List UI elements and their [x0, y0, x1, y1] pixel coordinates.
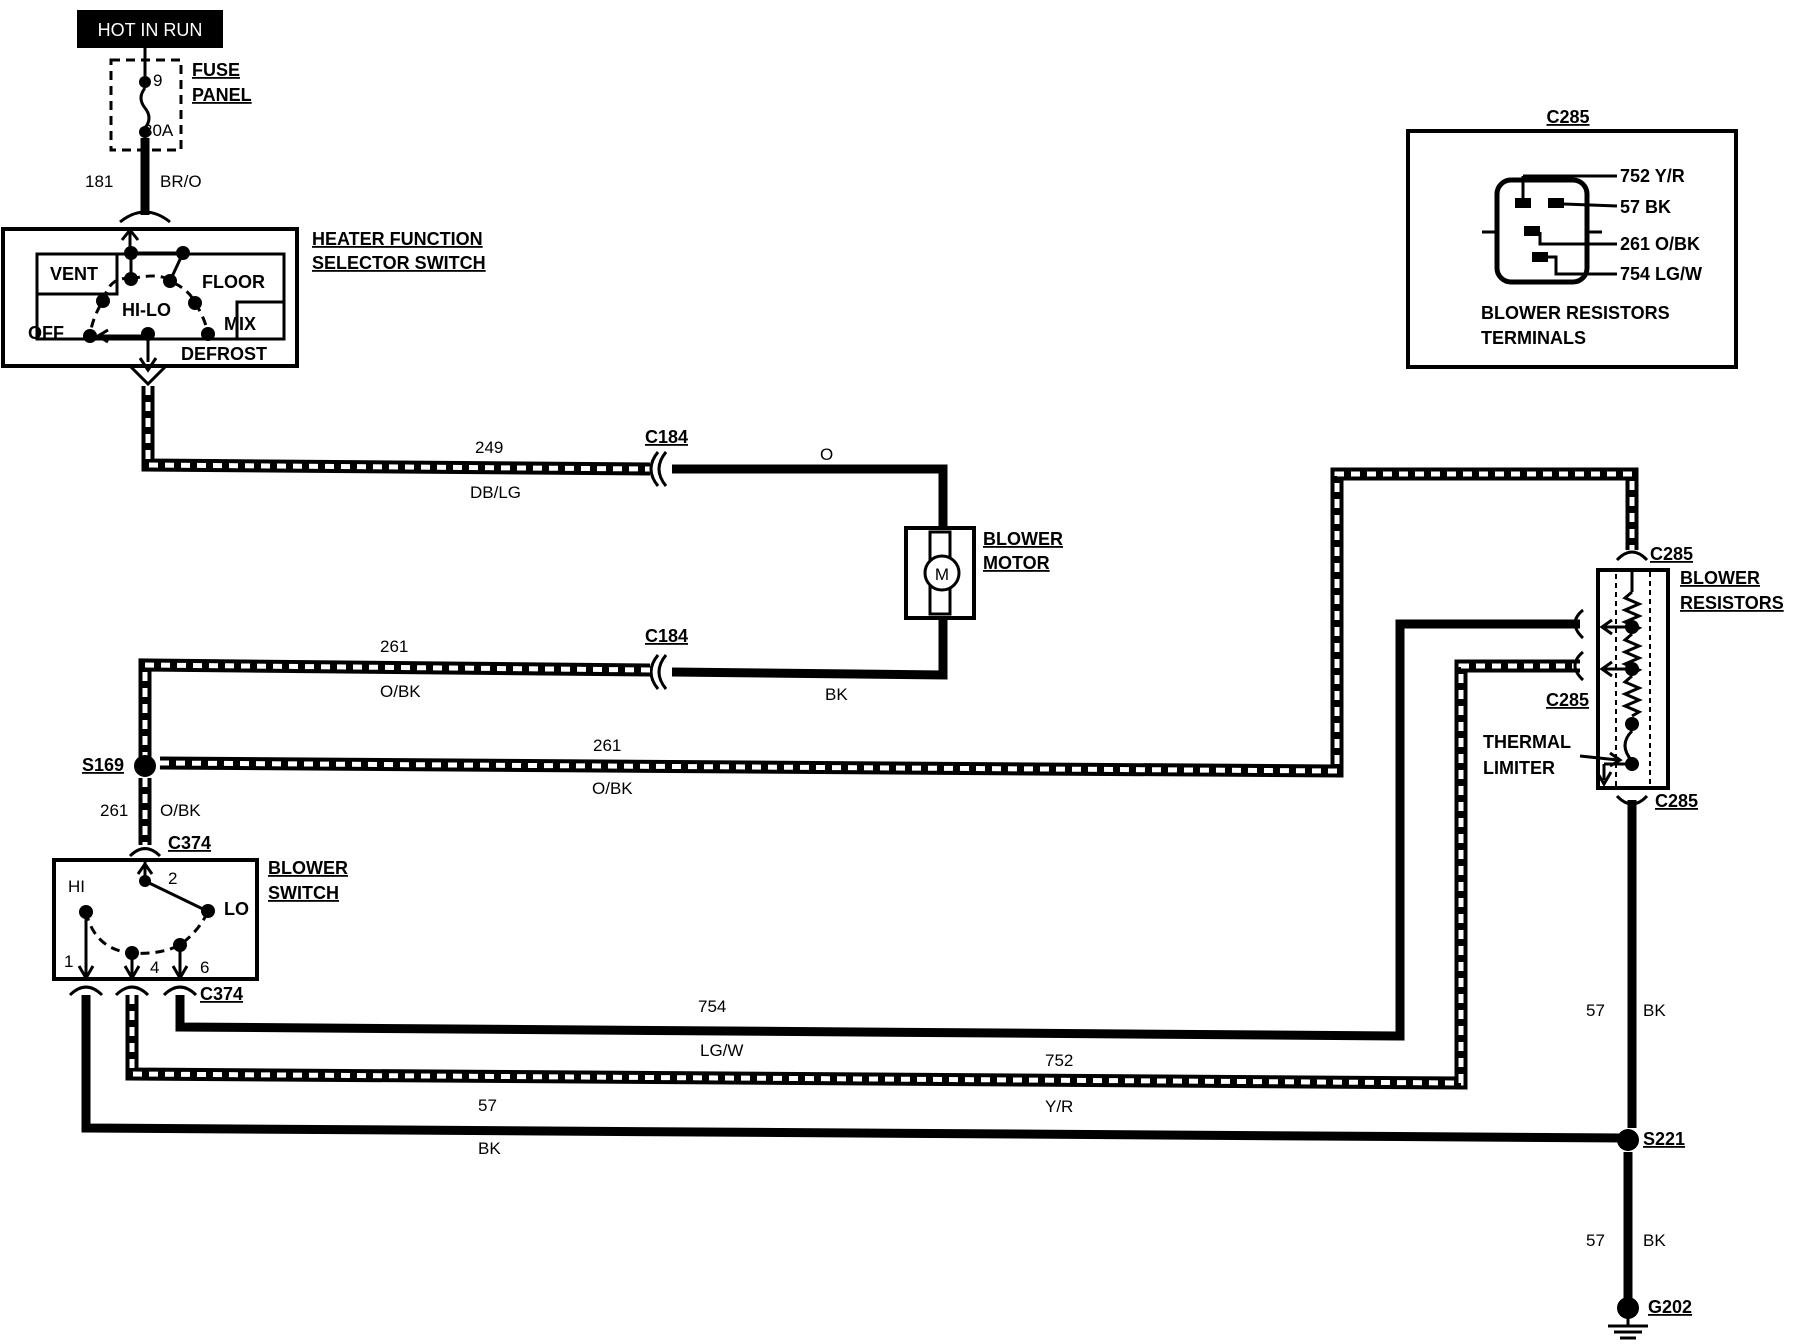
blower-resistors-title-1: BLOWER — [1680, 568, 1760, 588]
wire-754-circuit: 754 — [698, 997, 726, 1016]
fuse-number: 9 — [153, 71, 162, 90]
connector-caption-1: BLOWER RESISTORS — [1481, 303, 1670, 323]
wire-754-color: LG/W — [700, 1041, 743, 1060]
connector-c184-upper: C184 — [645, 427, 688, 487]
wire-bk-motor-color: BK — [825, 685, 848, 704]
wire-261-short: 261 O/BK C374 — [100, 778, 211, 858]
connector-pin-57: 57 BK — [1620, 197, 1671, 217]
blower-motor: M BLOWER MOTOR — [904, 526, 1063, 620]
c374-upper-label: C374 — [168, 833, 211, 853]
wire-249-color: DB/LG — [470, 483, 521, 502]
connector-view-title: C285 — [1546, 107, 1589, 127]
c285-mid-label: C285 — [1546, 690, 1589, 710]
wire-249: 249 DB/LG — [141, 386, 651, 502]
wire-181-circuit: 181 — [85, 172, 113, 191]
wire-57-right-upper-color: BK — [1643, 1001, 1666, 1020]
wire-bk-motor: BK — [671, 618, 948, 704]
wire-57-right-lower-circuit: 57 — [1586, 1231, 1605, 1250]
wire-261-long: 261 O/BK — [159, 467, 1639, 798]
blower-motor-title-1: BLOWER — [983, 529, 1063, 549]
switch-pos-defrost: DEFROST — [181, 344, 267, 364]
connector-pin-754: 754 LG/W — [1620, 264, 1702, 284]
wire-261-long-circuit: 261 — [593, 736, 621, 755]
heater-switch-title-2: SELECTOR SWITCH — [312, 253, 486, 273]
wire-o-color: O — [820, 445, 833, 464]
connector-pin-261: 261 O/BK — [1620, 234, 1700, 254]
wire-181: 181 BR/O — [85, 138, 202, 224]
switch-pos-vent: VENT — [50, 264, 98, 284]
wire-57-right-lower: 57 BK — [1586, 1152, 1666, 1298]
heater-function-selector-switch: VENT FLOOR HI-LO MIX OFF DEFROST HEATER … — [1, 227, 486, 387]
wire-261-upper-color: O/BK — [380, 682, 421, 701]
thermal-limiter-1: THERMAL — [1483, 732, 1571, 752]
wire-752-color: Y/R — [1045, 1097, 1073, 1116]
fuse-panel-title-2: PANEL — [192, 85, 252, 105]
blower-resistors-title-2: RESISTORS — [1680, 593, 1784, 613]
ground-g202: G202 — [1608, 1297, 1692, 1340]
wire-261-short-color: O/BK — [160, 801, 201, 820]
fuse-panel: 9 30A FUSE PANEL — [109, 48, 252, 152]
blower-resistors: C285 BLOWER RESISTORS C285 THERMAL LIMIT… — [1483, 544, 1784, 811]
wire-261-upper: 261 O/BK — [138, 637, 651, 760]
c374-lower-label: C374 — [200, 984, 243, 1004]
blower-switch-pin4: 4 — [150, 958, 159, 977]
fuse-rating: 30A — [143, 121, 174, 140]
wire-261-long-color: O/BK — [592, 779, 633, 798]
blower-switch: HI LO 2 1 4 6 BLOWER SWITCH C374 — [52, 858, 348, 1004]
switch-pos-floor: FLOOR — [202, 272, 265, 292]
blower-switch-pin2: 2 — [168, 869, 177, 888]
svg-text:HOT IN RUN: HOT IN RUN — [98, 20, 203, 40]
heater-switch-title-1: HEATER FUNCTION — [312, 229, 483, 249]
thermal-limiter-2: LIMITER — [1483, 758, 1555, 778]
motor-symbol: M — [935, 565, 949, 584]
c184-upper-label: C184 — [645, 427, 688, 447]
s169-label: S169 — [82, 755, 124, 775]
switch-pos-off: OFF — [28, 323, 64, 343]
wire-752: 752 Y/R — [125, 659, 1580, 1116]
c285-bottom-label: C285 — [1655, 791, 1698, 811]
wire-57-bottom: 57 BK — [81, 995, 1627, 1158]
connector-pin-752: 752 Y/R — [1620, 166, 1685, 186]
blower-switch-pin1: 1 — [64, 952, 73, 971]
hot-in-run-label: HOT IN RUN — [77, 10, 223, 48]
wire-57-bottom-color: BK — [478, 1139, 501, 1158]
c285-top-label: C285 — [1650, 544, 1693, 564]
wire-261-upper-circuit: 261 — [380, 637, 408, 656]
switch-pos-hilo: HI-LO — [122, 300, 171, 320]
connector-c184-lower: C184 — [645, 626, 688, 690]
fuse-panel-title-1: FUSE — [192, 60, 240, 80]
blower-motor-title-2: MOTOR — [983, 553, 1050, 573]
s221-label: S221 — [1643, 1129, 1685, 1149]
blower-switch-title-1: BLOWER — [268, 858, 348, 878]
g202-label: G202 — [1648, 1297, 1692, 1317]
wire-o: O — [672, 445, 948, 530]
wire-57-right-upper: 57 BK — [1586, 800, 1666, 1128]
c285-connector-view: C285 752 Y/R 57 BK 261 O/BK 754 LG/W BLO… — [1406, 107, 1738, 369]
blower-switch-pin6: 6 — [200, 958, 209, 977]
wire-57-bottom-circuit: 57 — [478, 1096, 497, 1115]
wire-181-color: BR/O — [160, 172, 202, 191]
wire-57-right-upper-circuit: 57 — [1586, 1001, 1605, 1020]
wire-249-circuit: 249 — [475, 438, 503, 457]
switch-pos-mix: MIX — [224, 314, 256, 334]
blower-switch-hi: HI — [68, 877, 85, 896]
blower-switch-title-2: SWITCH — [268, 883, 339, 903]
splice-s169: S169 — [82, 755, 156, 777]
splice-s221: S221 — [1617, 1129, 1685, 1151]
blower-switch-lo: LO — [224, 899, 249, 919]
wire-261-short-circuit: 261 — [100, 801, 128, 820]
wire-57-right-lower-color: BK — [1643, 1231, 1666, 1250]
wire-752-circuit: 752 — [1045, 1051, 1073, 1070]
connector-caption-2: TERMINALS — [1481, 328, 1586, 348]
c184-lower-label: C184 — [645, 626, 688, 646]
wire-754: 754 LG/W — [175, 619, 1580, 1060]
